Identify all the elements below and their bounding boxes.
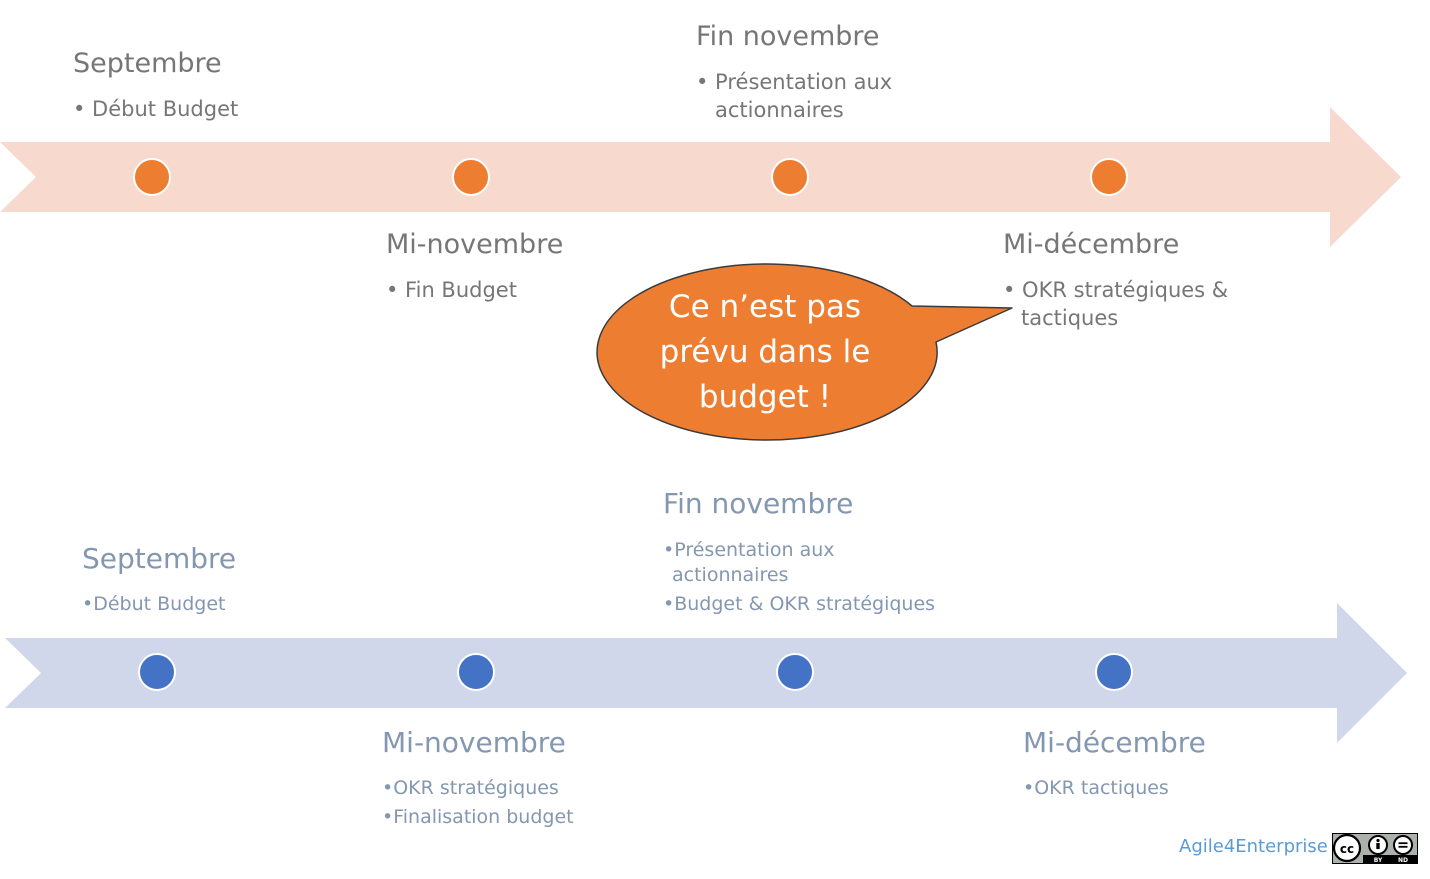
svg-text:BY: BY <box>1374 857 1383 864</box>
bottom-mi-novembre-item-1: •OKR stratégiques <box>382 777 559 799</box>
bubble-line-1: Ce n’est pas <box>668 289 862 325</box>
bottom-fin-novembre-item-2: actionnaires <box>672 564 789 586</box>
speech-bubble-text: Ce n’est pas prévu dans le budget ! <box>600 285 930 420</box>
cc-by-nd-icon: cc BY ND <box>1332 833 1418 864</box>
top-mi-novembre-title: Mi-novembre <box>386 229 564 260</box>
bottom-mi-decembre-title: Mi-décembre <box>1023 726 1206 759</box>
top-fin-novembre-item-1: • Présentation aux <box>696 70 893 94</box>
bubble-line-2: prévu dans le <box>659 334 871 370</box>
svg-text:cc: cc <box>1340 842 1354 856</box>
top-dot-fin-novembre <box>771 158 809 196</box>
speech-bubble <box>596 263 1013 441</box>
bottom-fin-novembre-item-1: •Présentation aux <box>663 539 835 561</box>
top-timeline-arrow <box>0 107 1401 247</box>
top-mi-decembre-item-1: • OKR stratégiques & <box>1003 278 1229 302</box>
top-septembre-item: • Début Budget <box>73 97 239 121</box>
bottom-dot-septembre <box>138 653 176 691</box>
bottom-septembre-title: Septembre <box>82 542 237 575</box>
top-dot-mi-decembre <box>1090 158 1128 196</box>
bottom-fin-novembre-item-3: •Budget & OKR stratégiques <box>663 593 936 615</box>
bottom-dot-fin-novembre <box>776 653 814 691</box>
bottom-dot-mi-novembre <box>457 653 495 691</box>
top-fin-novembre-title: Fin novembre <box>696 21 880 52</box>
top-septembre-title: Septembre <box>73 48 222 79</box>
bottom-timeline-arrow <box>5 603 1407 743</box>
bottom-septembre-item: •Début Budget <box>82 593 226 615</box>
top-dot-septembre <box>133 158 171 196</box>
bubble-line-3: budget ! <box>698 379 832 415</box>
top-mi-decembre-item-2: tactiques <box>1021 306 1119 330</box>
top-dot-mi-novembre <box>452 158 490 196</box>
bottom-mi-novembre-title: Mi-novembre <box>382 726 566 759</box>
top-mi-novembre-item: • Fin Budget <box>386 278 517 302</box>
top-mi-decembre-title: Mi-décembre <box>1003 229 1180 260</box>
bottom-mi-decembre-item: •OKR tactiques <box>1023 777 1169 799</box>
credit-text: Agile4Enterprise <box>1179 836 1328 857</box>
top-fin-novembre-item-2: actionnaires <box>715 98 844 122</box>
svg-text:ND: ND <box>1398 857 1408 864</box>
bottom-fin-novembre-title: Fin novembre <box>663 487 854 520</box>
bottom-dot-mi-decembre <box>1095 653 1133 691</box>
bottom-mi-novembre-item-2: •Finalisation budget <box>382 806 574 828</box>
